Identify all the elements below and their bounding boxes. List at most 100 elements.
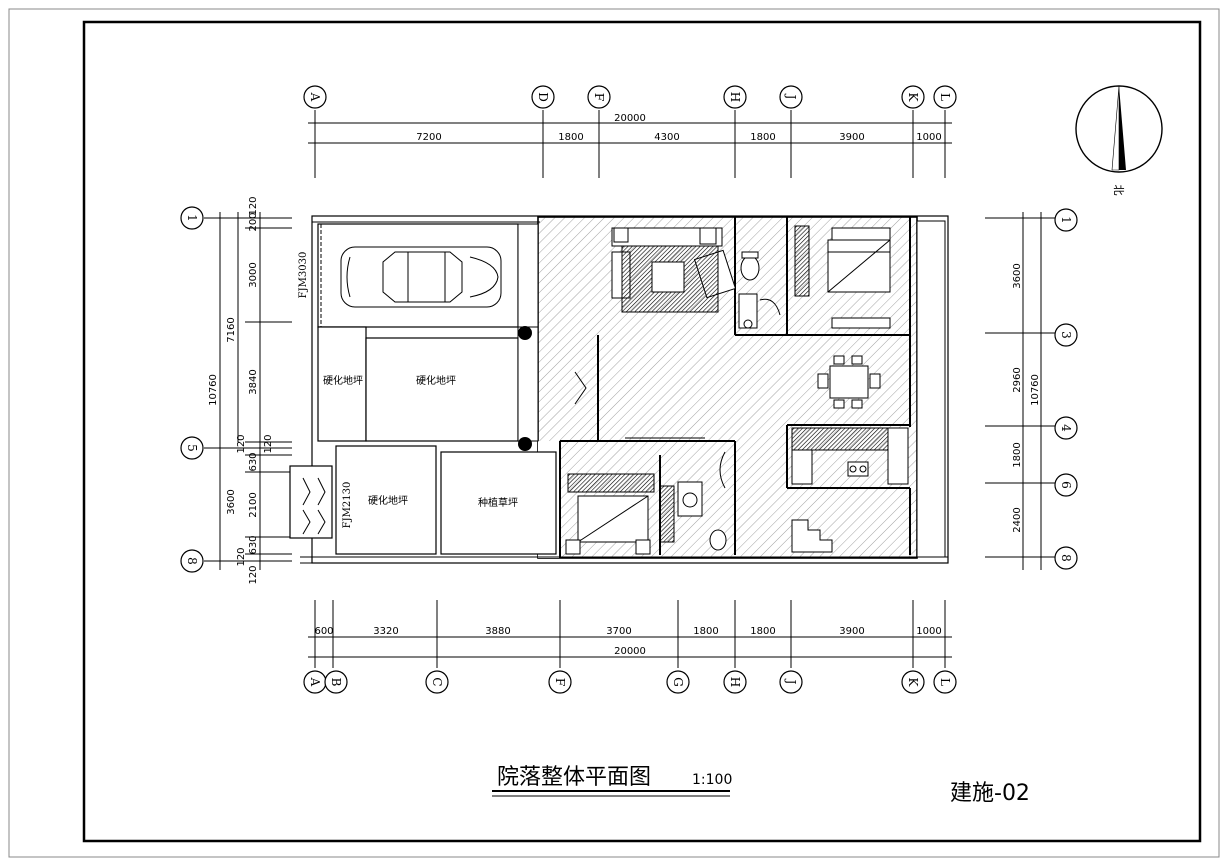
- zone-label: 硬化地坪: [368, 494, 408, 507]
- left-segment-dim: 3840: [248, 369, 259, 394]
- outer-border: [8, 8, 1220, 858]
- bottom-axis-label: L: [938, 678, 952, 686]
- sofa-set-icon: [611, 227, 737, 313]
- right-total-dim: 10760: [1030, 374, 1041, 406]
- lawn-zone: [440, 451, 557, 555]
- right-dimension-lines: [985, 212, 1055, 570]
- toilet-icon-2: [677, 481, 727, 551]
- bottom-segment-dim: 1800: [693, 626, 718, 637]
- left-segment-dim: 630: [248, 535, 259, 554]
- left-segment-dim: 2100: [248, 492, 259, 517]
- top-segment-dim: 1800: [750, 132, 775, 143]
- drawing-number: 建施-02: [950, 781, 1030, 806]
- top-axis-label: L: [938, 93, 952, 101]
- top-axis-bubbles: [303, 85, 957, 109]
- zone-label: 硬化地坪: [416, 374, 456, 387]
- interior-walls: [559, 217, 911, 558]
- top-axis-label: H: [728, 92, 742, 102]
- left-segment-dim: 120: [248, 196, 259, 215]
- bottom-axis-label: A: [308, 677, 322, 687]
- bottom-axis-label: K: [906, 678, 920, 688]
- bed-icon-2: [565, 473, 675, 555]
- right-axis-label: 6: [1059, 481, 1073, 489]
- bottom-segment-dim: 3700: [606, 626, 631, 637]
- bottom-segment-dim: 3880: [485, 626, 510, 637]
- top-axis-label: J: [784, 93, 798, 100]
- bottom-axis-label: C: [430, 677, 444, 686]
- dining-table-icon: [817, 355, 881, 409]
- bottom-axis-label: B: [329, 678, 343, 687]
- top-axis-label: D: [536, 92, 550, 102]
- left-segment-dim: 3600: [226, 489, 237, 514]
- north-arrow-icon: [1075, 85, 1163, 173]
- courtyard-strip: [517, 326, 539, 442]
- left-segment-dim: 120: [263, 434, 274, 453]
- top-axis-label: K: [906, 93, 920, 103]
- top-segment-dim: 4300: [654, 132, 679, 143]
- top-dimension-lines: [308, 110, 952, 178]
- car-icon: [340, 246, 502, 308]
- inner-frame: [82, 20, 1202, 843]
- left-segment-dim: 200: [248, 212, 259, 231]
- kitchen-counter-icon: [791, 427, 909, 485]
- bottom-axis-label: F: [553, 678, 567, 686]
- left-total-dim: 10760: [208, 374, 219, 406]
- gate-swing-icon: [302, 477, 326, 535]
- bottom-segment-dim: 1800: [750, 626, 775, 637]
- top-segment-dim: 7200: [416, 132, 441, 143]
- toilet-icon: [738, 251, 760, 329]
- bottom-dimension-lines: [308, 600, 952, 668]
- bottom-axis-label: J: [784, 678, 798, 685]
- bottom-segment-dim: 600: [314, 626, 333, 637]
- bed-icon: [794, 225, 891, 329]
- bottom-axis-label: G: [671, 677, 685, 687]
- left-axis-label: 5: [185, 444, 199, 452]
- garage-door-label: FJM3030: [298, 252, 309, 299]
- bottom-segment-dim: 3900: [839, 626, 864, 637]
- left-axis-label: 8: [185, 557, 199, 565]
- left-axis-bubbles: [180, 206, 204, 573]
- left-axis-label: 1: [185, 214, 199, 222]
- gate-door-label: FJM2130: [342, 482, 353, 529]
- right-axis-bubbles: [1054, 208, 1078, 570]
- paving-zone-2: [365, 337, 519, 442]
- drawing-title: 院落整体平面图: [497, 765, 651, 790]
- paving-zone-3: [335, 445, 437, 555]
- garage-column-strip: [517, 223, 539, 328]
- top-segment-dim: 3900: [839, 132, 864, 143]
- courtyard-plan: [289, 215, 949, 564]
- top-segment-dim: 1000: [916, 132, 941, 143]
- bottom-total-dim: 20000: [614, 646, 646, 657]
- column-marker: [518, 437, 532, 451]
- left-segment-dim: 120: [248, 565, 259, 584]
- north-label: 北: [1112, 185, 1125, 196]
- left-segment-dim: 120: [236, 434, 247, 453]
- left-subtotal-dim: 7160: [226, 317, 237, 342]
- zone-label: 硬化地坪: [323, 374, 363, 387]
- bottom-segment-dim: 1000: [916, 626, 941, 637]
- top-total-dim: 20000: [614, 113, 646, 124]
- drawing-scale: 1:100: [692, 772, 732, 788]
- right-strip: [916, 220, 946, 558]
- right-axis-label: 8: [1059, 554, 1073, 562]
- right-segment-dim: 2400: [1012, 507, 1023, 532]
- bottom-segment-dim: 3320: [373, 626, 398, 637]
- right-axis-label: 1: [1059, 216, 1073, 224]
- left-dimension-lines: [204, 212, 292, 570]
- left-segment-dim: 630: [248, 452, 259, 471]
- right-segment-dim: 2960: [1012, 367, 1023, 392]
- zone-label: 种植草坪: [478, 496, 518, 509]
- bottom-axis-bubbles: [303, 670, 957, 694]
- right-axis-label: 3: [1059, 331, 1073, 339]
- bottom-axis-label: H: [728, 677, 742, 687]
- top-axis-label: A: [308, 92, 322, 102]
- entry-steps: [289, 465, 333, 539]
- right-segment-dim: 3600: [1012, 263, 1023, 288]
- door-swing-icons: [574, 298, 781, 489]
- paving-zone-1: [317, 326, 367, 442]
- left-segment-dim: 120: [236, 547, 247, 566]
- right-segment-dim: 1800: [1012, 442, 1023, 467]
- right-axis-label: 4: [1059, 424, 1073, 432]
- top-segment-dim: 1800: [558, 132, 583, 143]
